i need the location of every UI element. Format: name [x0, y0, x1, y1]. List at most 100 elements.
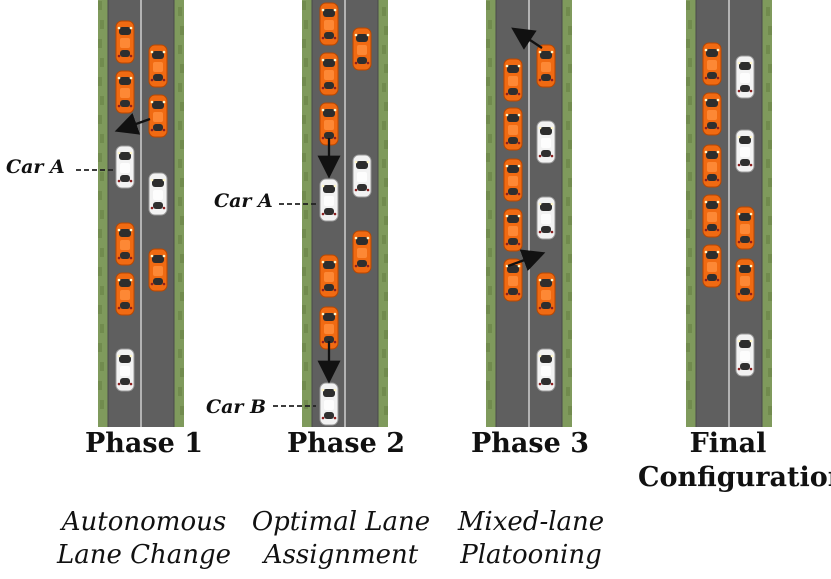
- grass-texture-left: [100, 400, 104, 409]
- grass-texture-right: [382, 121, 386, 130]
- grass-texture-right: [566, 311, 570, 320]
- grass-texture-left: [304, 248, 308, 257]
- phase-3-title: Phase 3: [440, 427, 620, 461]
- phase-4-orange-car-8: [702, 244, 722, 288]
- grass-texture-left: [98, 191, 102, 200]
- grass-texture-right: [568, 216, 572, 225]
- grass-texture-right: [178, 121, 182, 130]
- grass-texture-right: [766, 387, 770, 396]
- grass-texture-right: [180, 26, 184, 35]
- grass-texture-left: [486, 39, 490, 48]
- grass-texture-left: [304, 286, 308, 295]
- grass-texture-left: [688, 286, 692, 295]
- grass-texture-left: [302, 115, 306, 124]
- grass-texture-right: [178, 7, 182, 16]
- grass-texture-right: [566, 235, 570, 244]
- grass-texture-left: [486, 77, 490, 86]
- grass-texture-right: [766, 197, 770, 206]
- phase-1-orange-car-1: [115, 20, 135, 64]
- grass-texture-right: [768, 292, 772, 301]
- grass-texture-right: [768, 216, 772, 225]
- phase-3-movement-arrow-2: [507, 249, 546, 272]
- grass-texture-right: [568, 26, 572, 35]
- grass-texture-right: [766, 311, 770, 320]
- road-phase-2: [302, 0, 388, 427]
- grass-texture-left: [486, 305, 490, 314]
- grass-texture-left: [486, 229, 490, 238]
- grass-texture-left: [688, 96, 692, 105]
- road-phase-1: [98, 0, 184, 427]
- grass-texture-left: [686, 305, 690, 314]
- grass-texture-left: [304, 96, 308, 105]
- grass-texture-left: [486, 115, 490, 124]
- phase-1-orange-car-3: [115, 70, 135, 114]
- grass-texture-right: [566, 7, 570, 16]
- phase-3-orange-car-2: [503, 58, 523, 102]
- grass-texture-right: [568, 368, 572, 377]
- grass-texture-right: [566, 45, 570, 54]
- phase-2-description: Optimal Lane Assignment: [236, 506, 446, 572]
- grass-texture-right: [382, 235, 386, 244]
- grass-texture-right: [768, 368, 772, 377]
- grass-texture-left: [686, 267, 690, 276]
- grass-texture-left: [688, 172, 692, 181]
- road-phase-4: [686, 0, 772, 427]
- grass-texture-right: [178, 235, 182, 244]
- phase-2-white-car-5: [352, 154, 372, 198]
- phase-2-orange-car-8: [319, 254, 339, 298]
- phase-1-movement-arrow-1: [114, 113, 151, 135]
- grass-texture-left: [688, 400, 692, 409]
- grass-texture-left: [98, 381, 102, 390]
- grass-texture-left: [486, 153, 490, 162]
- grass-texture-right: [178, 159, 182, 168]
- grass-texture-right: [568, 178, 572, 187]
- grass-texture-left: [488, 96, 492, 105]
- phase-4-white-car-2: [735, 55, 755, 99]
- grass-texture-left: [686, 153, 690, 162]
- grass-texture-left: [302, 267, 306, 276]
- grass-texture-right: [766, 83, 770, 92]
- phase-2-orange-car-9: [319, 306, 339, 350]
- phase-4-orange-car-6: [702, 194, 722, 238]
- grass-texture-right: [384, 26, 388, 35]
- grass-texture-left: [100, 172, 104, 181]
- phase-1-orange-car-4: [148, 94, 168, 138]
- grass-texture-right: [568, 406, 572, 415]
- phase-2-orange-car-3: [319, 52, 339, 96]
- phase-3-orange-car-1: [536, 44, 556, 88]
- grass-texture-right: [766, 7, 770, 16]
- grass-texture-left: [304, 324, 308, 333]
- phase-3-movement-arrow-1: [511, 27, 543, 50]
- grass-texture-right: [382, 197, 386, 206]
- phase-4-orange-car-7: [735, 206, 755, 250]
- phase-3-orange-car-5: [503, 158, 523, 202]
- grass-texture-right: [568, 64, 572, 73]
- phase-3-white-car-10: [536, 348, 556, 392]
- grass-texture-left: [686, 115, 690, 124]
- phase-1-orange-car-9: [115, 272, 135, 316]
- grass-texture-right: [384, 368, 388, 377]
- grass-texture-left: [304, 362, 308, 371]
- phase-1-description-line-1: Autonomous: [61, 507, 227, 537]
- phase-3-title-line-1: Phase 3: [471, 428, 589, 459]
- grass-texture-right: [766, 349, 770, 358]
- grass-texture-right: [566, 349, 570, 358]
- grass-texture-right: [178, 349, 182, 358]
- grass-texture-left: [486, 267, 490, 276]
- grass-texture-left: [488, 286, 492, 295]
- grass-texture-left: [98, 77, 102, 86]
- grass-texture-right: [384, 216, 388, 225]
- grass-texture-left: [686, 39, 690, 48]
- grass-texture-left: [688, 362, 692, 371]
- grass-texture-right: [180, 102, 184, 111]
- phase-3-white-car-6: [536, 196, 556, 240]
- phase-4-white-car-4: [735, 129, 755, 173]
- grass-texture-left: [688, 58, 692, 67]
- grass-texture-left: [488, 134, 492, 143]
- grass-texture-left: [686, 229, 690, 238]
- grass-texture-right: [768, 140, 772, 149]
- grass-texture-right: [566, 387, 570, 396]
- grass-texture-left: [304, 400, 308, 409]
- grass-texture-left: [488, 58, 492, 67]
- grass-texture-right: [382, 349, 386, 358]
